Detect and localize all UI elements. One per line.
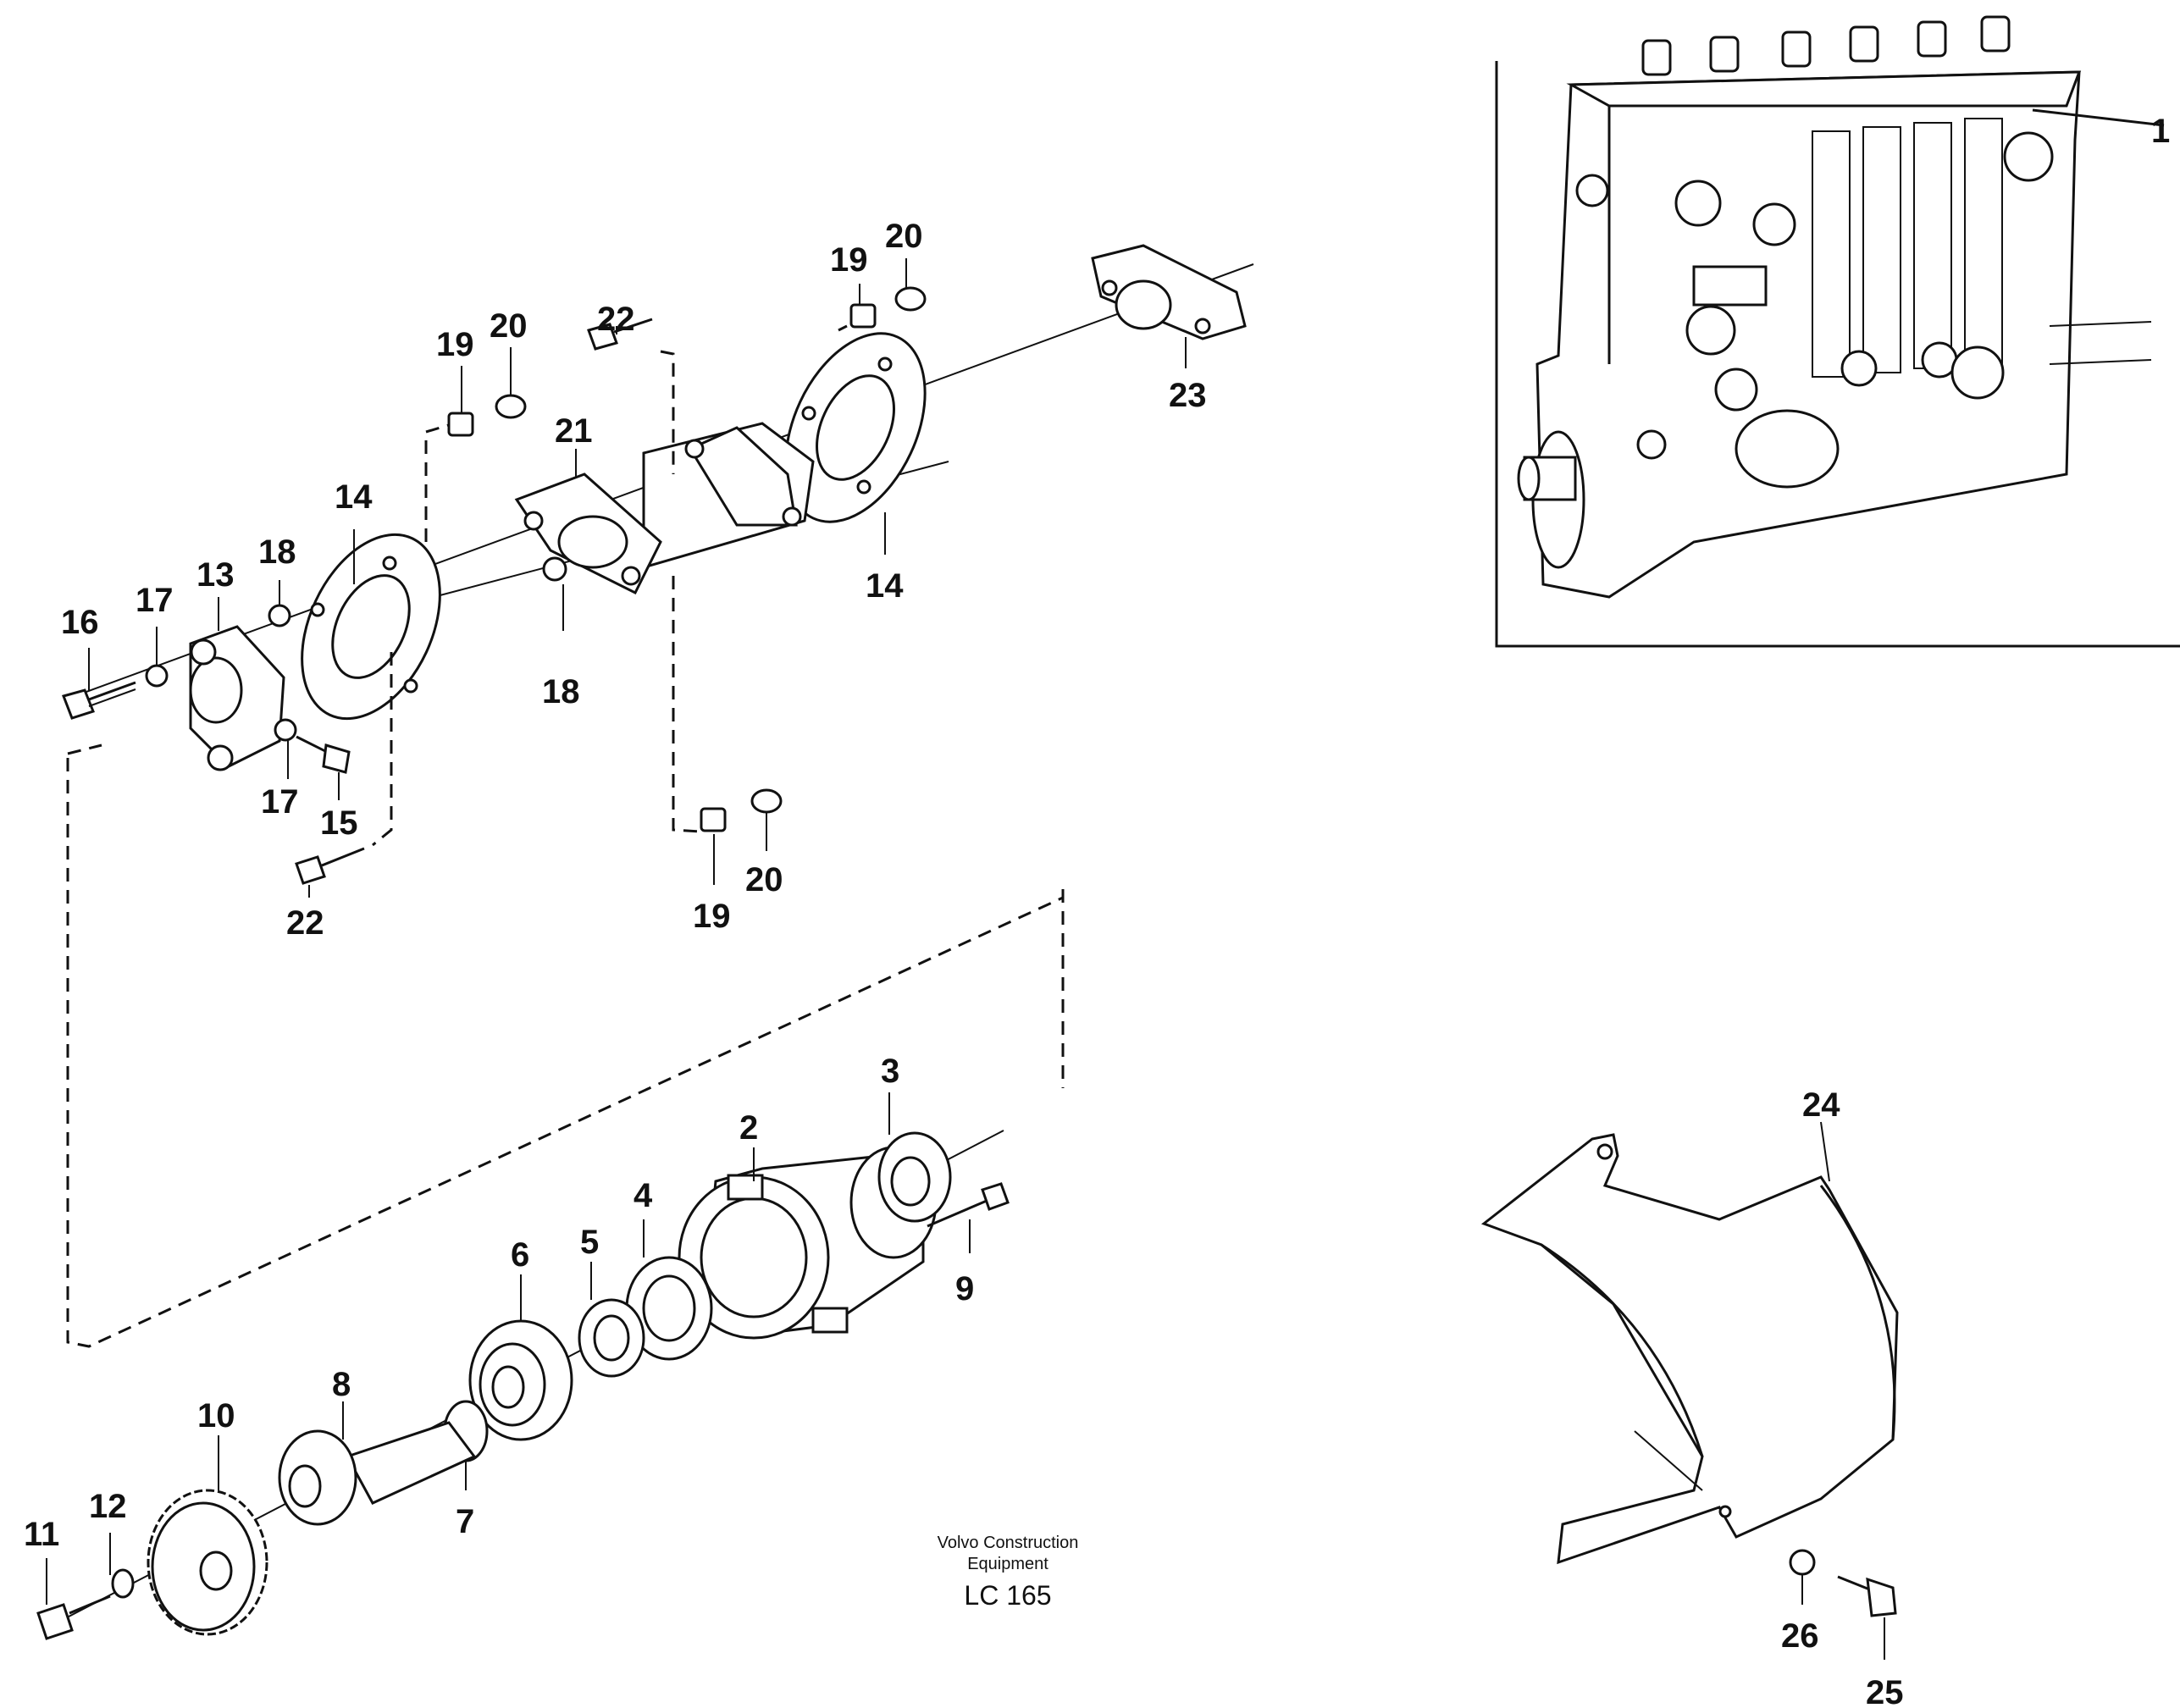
part-22-bolt-bottom (295, 847, 365, 885)
part-5-spacer (578, 1298, 645, 1378)
part-17-washer-bottom (274, 718, 297, 742)
part-11-bolt (36, 1595, 111, 1640)
label-part-24: 24 (1802, 1086, 1840, 1124)
label-part-19-top-right: 19 (830, 241, 868, 279)
label-part-22-bottom: 22 (286, 904, 324, 942)
part-14-plate-right (784, 332, 927, 523)
label-part-19-top-left: 19 (436, 326, 474, 363)
label-part-17-bottom: 17 (261, 783, 299, 821)
part-26-washer (1789, 1549, 1816, 1576)
part-22-bolt-top (587, 318, 653, 351)
part-6-bearing (468, 1319, 573, 1441)
part-21-coupling-housing (514, 422, 815, 595)
label-part-20-lower: 20 (745, 861, 783, 898)
part-17-washer-top (145, 664, 169, 688)
label-part-18-right: 18 (542, 673, 580, 710)
caption-code: LC 165 (964, 1580, 1051, 1611)
part-15-bolt (296, 735, 351, 774)
leader-lines-upper (88, 258, 1187, 898)
part-13-coupling-hub (189, 625, 285, 771)
label-part-26: 26 (1781, 1617, 1819, 1655)
label-part-13: 13 (196, 556, 235, 594)
label-part-21: 21 (555, 412, 593, 450)
label-part-6: 6 (511, 1236, 529, 1274)
leader-lines-lower (46, 1092, 971, 1605)
part-24-cover (1480, 1133, 1899, 1565)
label-part-23: 23 (1169, 377, 1207, 414)
label-part-8: 8 (332, 1366, 351, 1403)
part-number-labels: 1 2 3 4 5 6 7 8 9 10 11 12 13 14 14 15 1… (24, 113, 2170, 1708)
nuts-19-20-top-left (447, 394, 527, 437)
publisher-caption: Volvo Construction Equipment LC 165 (938, 1534, 1079, 1611)
label-part-18-left: 18 (258, 533, 296, 571)
label-part-10: 10 (197, 1397, 235, 1434)
label-part-5: 5 (580, 1224, 599, 1261)
label-part-25: 25 (1866, 1674, 1904, 1708)
label-part-20-top-left: 20 (490, 307, 528, 345)
part-16-bolt (62, 681, 136, 720)
part-18-washer-left (268, 604, 291, 627)
label-part-9: 9 (955, 1270, 974, 1307)
label-part-19-lower: 19 (693, 898, 731, 935)
label-part-15: 15 (320, 804, 358, 842)
nuts-19-20-lower (700, 788, 783, 832)
part-23-flange (1091, 244, 1247, 340)
caption-line-1: Volvo Construction (938, 1534, 1079, 1552)
label-part-2: 2 (739, 1109, 758, 1147)
pump-outlet-fittings (1641, 15, 2011, 76)
leader-lines-cover (1801, 1121, 1885, 1660)
injection-pump-inset (1495, 15, 2180, 648)
part-14-plate-left (301, 533, 441, 721)
part-25-bolt (1837, 1575, 1897, 1617)
label-part-11: 11 (24, 1516, 59, 1553)
label-part-1: 1 (2151, 113, 2170, 150)
label-part-4: 4 (634, 1177, 653, 1214)
nuts-19-20-top-right (849, 286, 927, 329)
part-9-bolt (927, 1182, 1010, 1228)
label-part-16: 16 (61, 604, 99, 641)
label-part-14-left: 14 (335, 478, 373, 516)
part-10-gear (147, 1489, 268, 1636)
label-part-17-top: 17 (136, 582, 174, 619)
part-12-washer (111, 1568, 135, 1599)
caption-line-2: Equipment (967, 1555, 1049, 1573)
part-3-seal (877, 1131, 952, 1223)
label-part-3: 3 (881, 1053, 899, 1090)
label-part-14-right: 14 (866, 567, 904, 605)
label-part-12: 12 (89, 1488, 127, 1525)
label-part-20-top-right: 20 (885, 218, 923, 255)
label-part-7: 7 (456, 1503, 474, 1540)
label-part-22-top: 22 (597, 301, 635, 338)
part-18-washer-right (542, 556, 567, 582)
part-8-shaft (278, 1421, 477, 1526)
